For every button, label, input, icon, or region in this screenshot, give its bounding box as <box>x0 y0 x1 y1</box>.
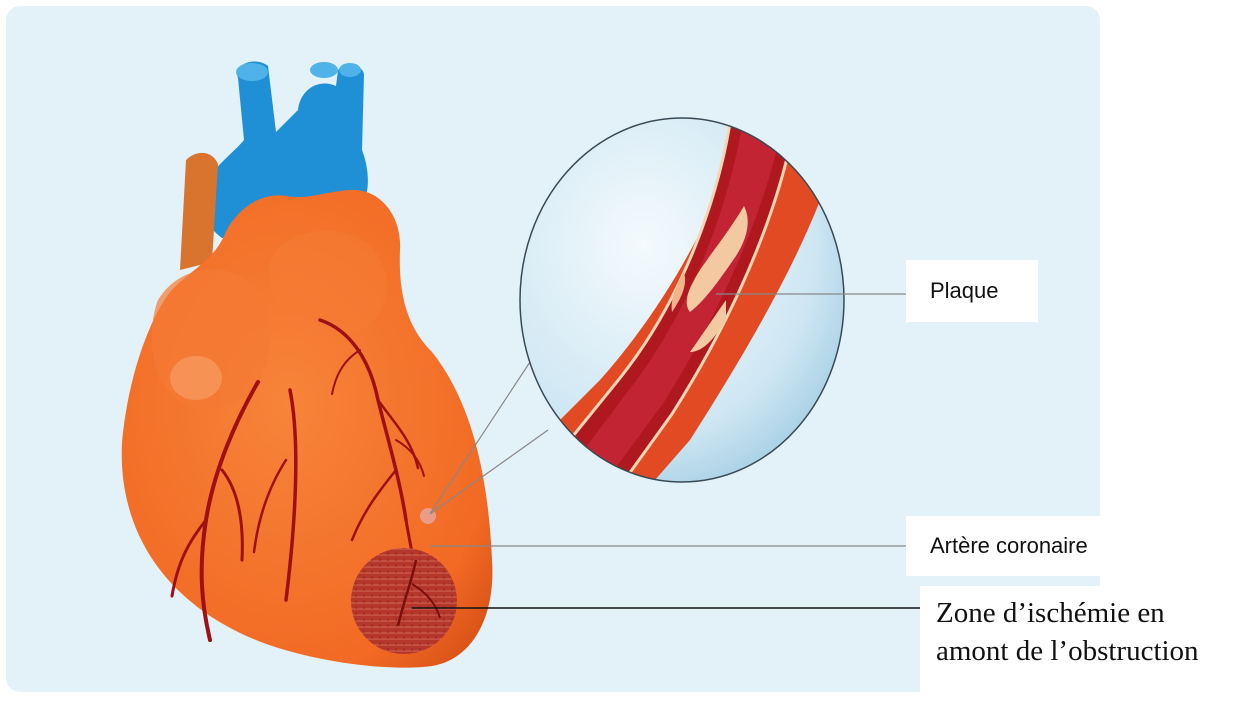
obstruction-point <box>420 508 436 524</box>
ischemia-zone-label: Zone d’ischémie en amont de l’obstructio… <box>920 586 1236 698</box>
coronary-artery-label: Artère coronaire <box>906 516 1136 576</box>
ischemia-zone-label-line1: Zone d’ischémie en <box>936 594 1236 632</box>
superior-vena-cava <box>180 153 218 270</box>
plaque-label: Plaque <box>906 260 1038 322</box>
ischemia-zone <box>351 548 457 654</box>
highlight <box>170 356 222 400</box>
ischemia-zone-label-line2: amont de l’obstruction <box>936 632 1236 670</box>
